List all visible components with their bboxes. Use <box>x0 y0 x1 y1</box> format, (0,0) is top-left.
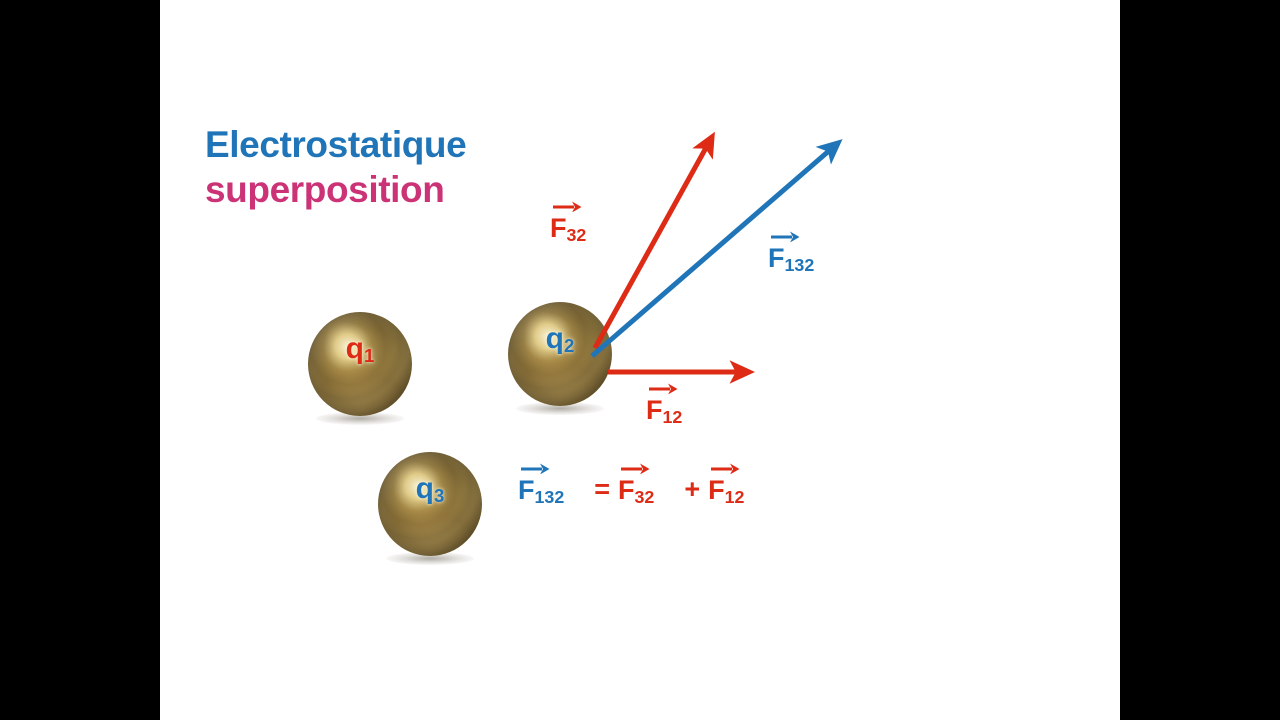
charge-symbol-q2: q <box>545 322 564 355</box>
charge-subscript-q1: 1 <box>363 345 375 366</box>
charge-label-q1: q1 <box>308 332 412 366</box>
force-label-f12-subscript: 12 <box>662 407 683 427</box>
force-label-f32: F32 <box>550 200 587 245</box>
title-line-electrostatique: Electrostatique <box>205 124 467 165</box>
charge-label-q3: q3 <box>378 472 482 506</box>
force-label-f12-symbol: F <box>646 395 663 425</box>
sphere-body-q3 <box>378 452 482 556</box>
sphere-shadow-q2 <box>516 402 604 415</box>
slide-canvas: Electrostatique superposition q1 q2 q3 <box>160 0 1120 720</box>
force-vector-layer <box>590 131 843 384</box>
equation-operator-equals: = <box>594 474 611 504</box>
equation-term-f32: F32 <box>618 462 655 507</box>
sphere-shadow-q1 <box>316 412 404 425</box>
vector-arrow-icon-eq-f12 <box>711 463 740 474</box>
equation-operator-plus: + <box>684 474 701 504</box>
force-vector-f32-arrow <box>592 131 715 350</box>
charge-subscript-q2: 2 <box>563 335 575 356</box>
equation-term-f12: F12 <box>708 462 745 507</box>
equation-term-f12-symbol: F <box>708 475 725 505</box>
force-label-f12: F12 <box>646 382 683 427</box>
charge-sphere-q2: q2 <box>508 302 612 418</box>
equation-term-f12-subscript: 12 <box>724 487 745 507</box>
force-label-f132-symbol: F <box>768 243 785 273</box>
charge-sphere-q3: q3 <box>378 452 482 568</box>
vector-arrow-icon-f132 <box>771 231 800 242</box>
sphere-shadow-q3 <box>386 552 474 565</box>
charge-symbol-q1: q <box>345 332 364 365</box>
letterbox-bar-left <box>0 0 160 720</box>
sphere-body-q1 <box>308 312 412 416</box>
force-label-f132-subscript: 132 <box>784 255 815 275</box>
force-label-f32-subscript: 32 <box>566 225 587 245</box>
charge-label-q2: q2 <box>508 322 612 356</box>
equation-term-f132: F132 <box>518 462 565 507</box>
vector-arrow-icon-eq-f32 <box>621 463 650 474</box>
force-label-f132: F132 <box>768 230 815 275</box>
vector-arrow-icon-eq-f132 <box>521 463 550 474</box>
vector-arrow-icon-f32 <box>553 201 582 212</box>
equation-term-f132-subscript: 132 <box>534 487 565 507</box>
slide-title: Electrostatique superposition <box>205 122 467 212</box>
force-label-f32-symbol: F <box>550 213 567 243</box>
charge-symbol-q3: q <box>415 472 434 505</box>
letterbox-bar-right <box>1120 0 1280 720</box>
equation-term-f132-symbol: F <box>518 475 535 505</box>
charge-sphere-q1: q1 <box>308 312 412 428</box>
title-line-superposition: superposition <box>205 169 445 211</box>
vector-arrow-icon-f12 <box>649 383 678 394</box>
superposition-equation: F132 = F32 + F12 <box>518 462 745 507</box>
equation-term-f32-symbol: F <box>618 475 635 505</box>
equation-term-f32-subscript: 32 <box>634 487 655 507</box>
charge-subscript-q3: 3 <box>433 485 445 506</box>
